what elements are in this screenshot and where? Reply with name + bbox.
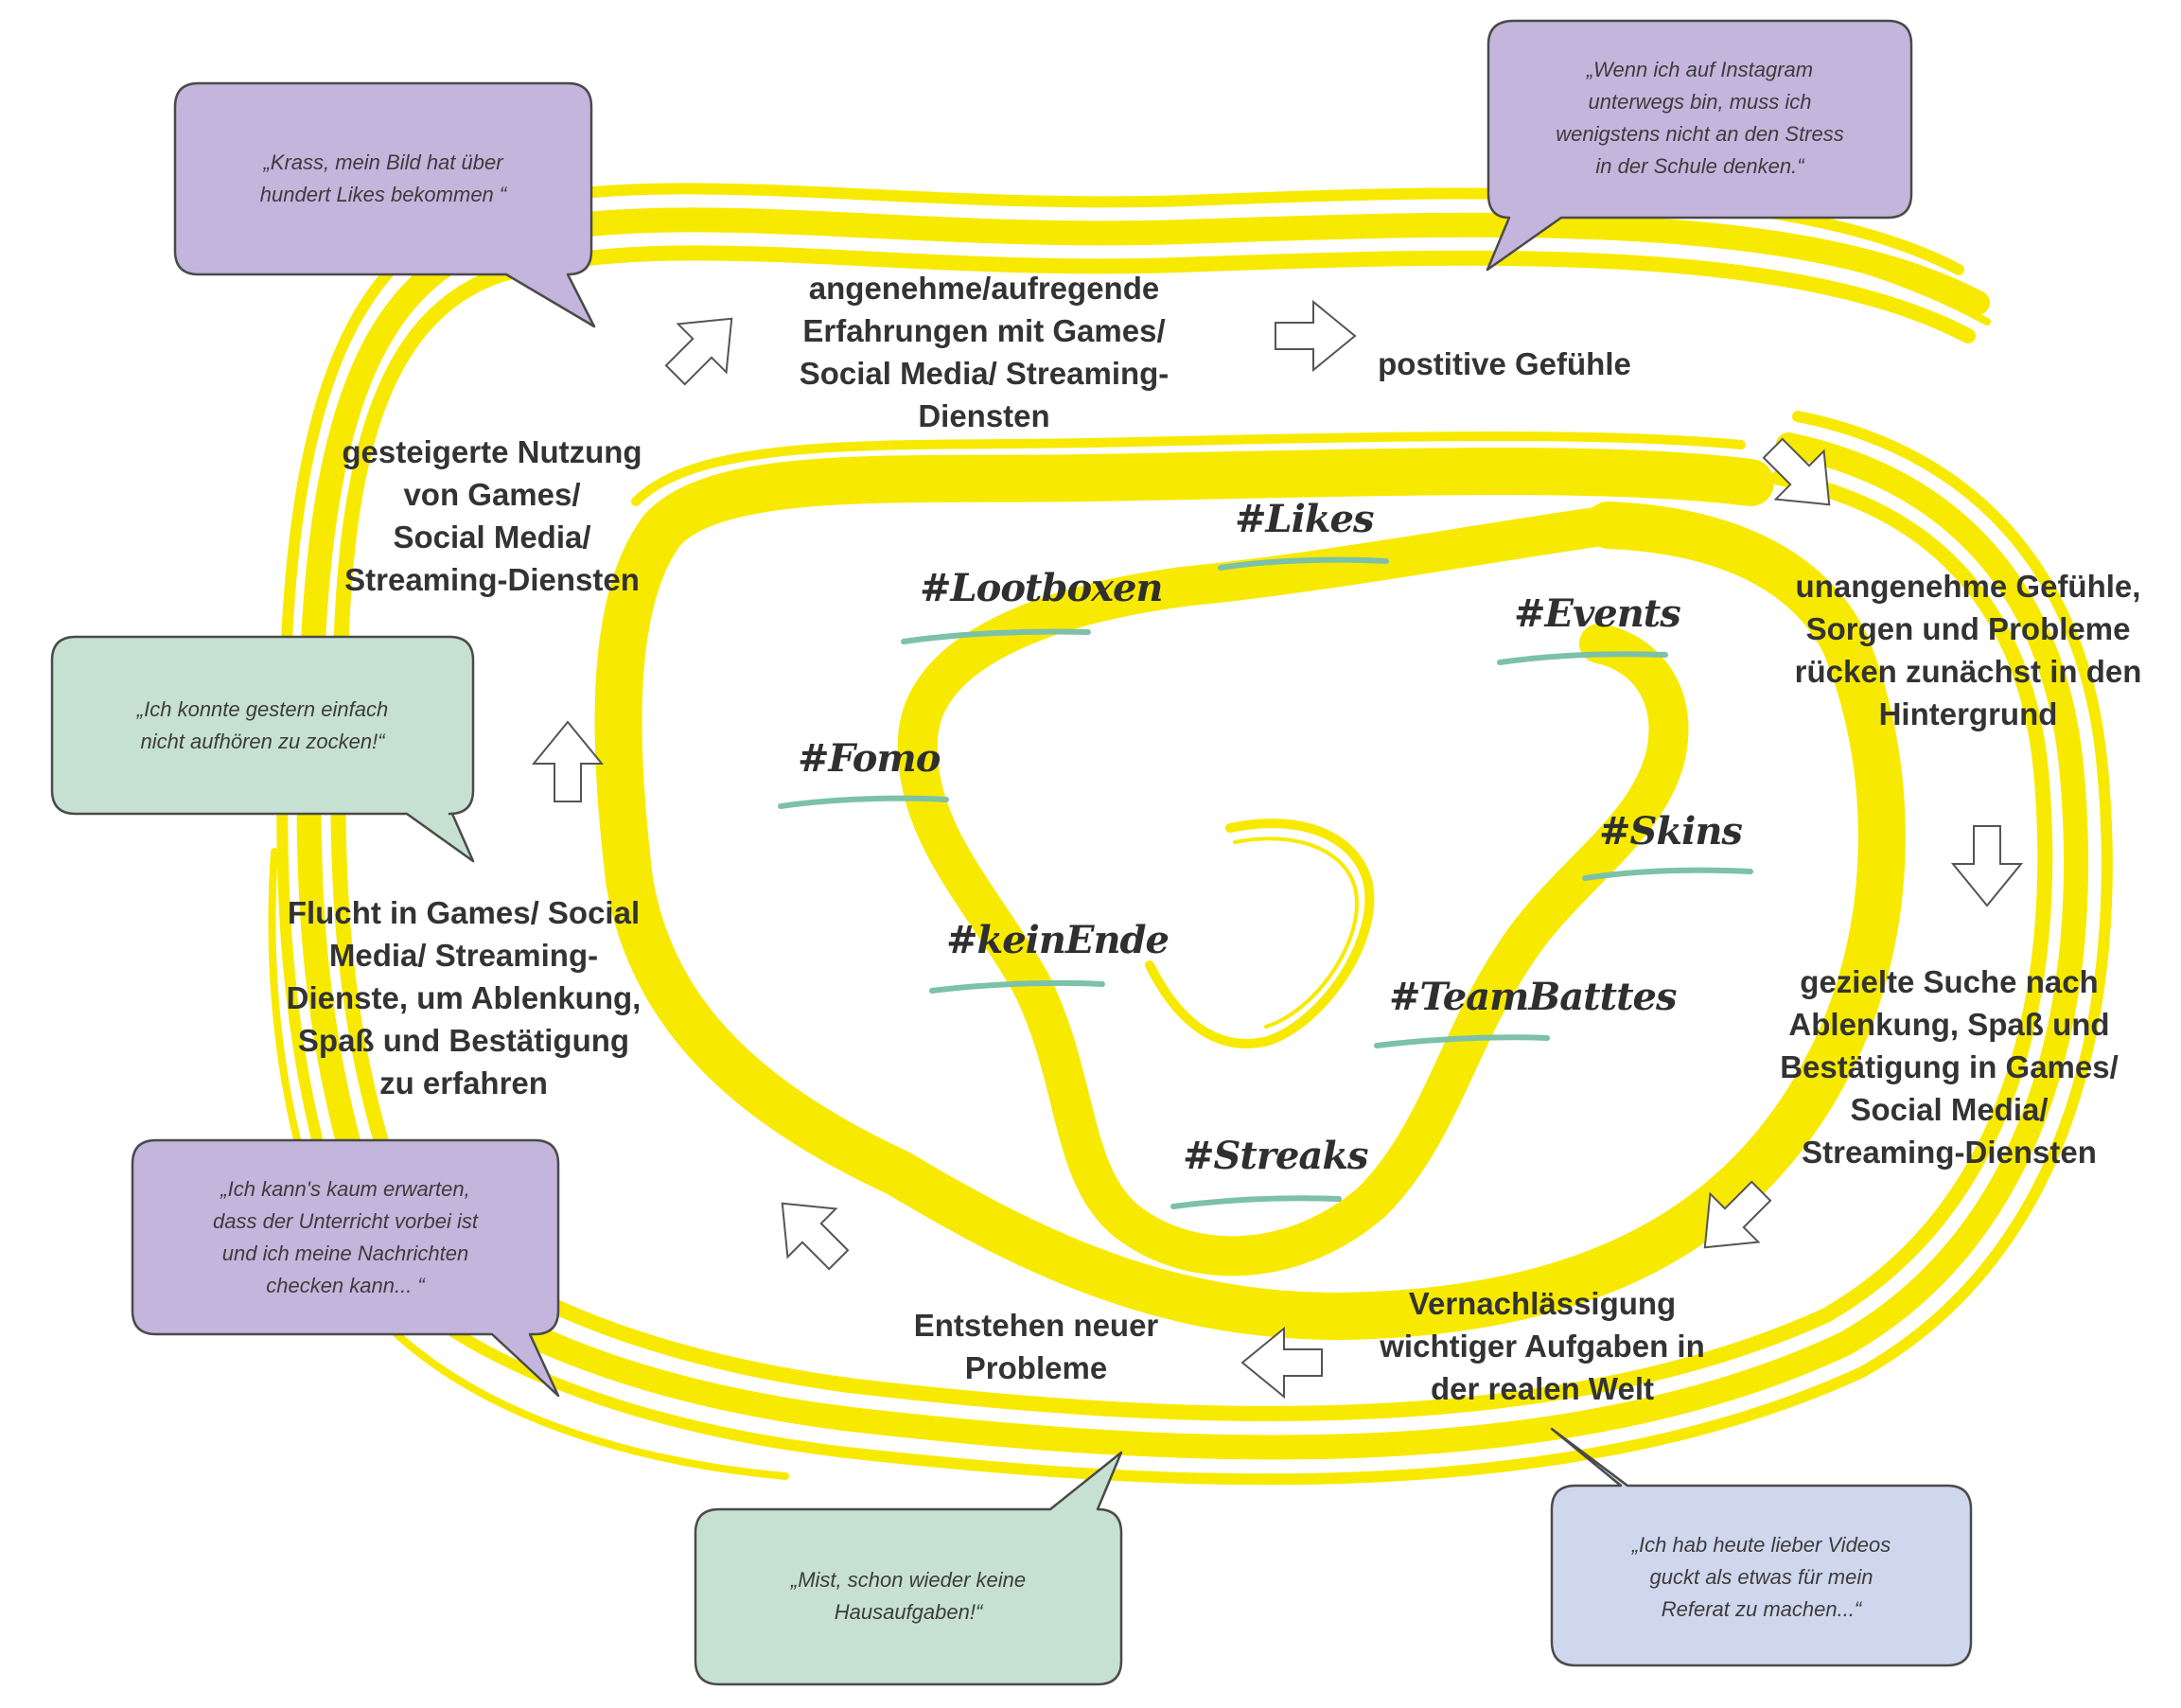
hashtag-underline-events <box>1497 651 1668 665</box>
arrow-icon <box>1950 825 2024 907</box>
hashtag-likes: #Likes <box>1235 497 1375 541</box>
cycle-step-vernachlaessigung: Vernachlässigung wichtiger Aufgaben in d… <box>1380 1286 1705 1406</box>
hashtag-skins: #Skins <box>1599 809 1743 854</box>
spiral-outer-strand-4 <box>1643 223 1991 326</box>
hashtag-underline-fomo <box>778 795 949 809</box>
hashtag-underline-keinende <box>929 979 1105 994</box>
arrow-icon <box>1275 299 1357 373</box>
arrow-icon <box>1703 1180 1772 1249</box>
spiral-middle-strand-1 <box>594 448 1906 1340</box>
speech-bubble-1 <box>173 81 596 328</box>
cycle-step-gezielte-suche: gezielte Suche nach Ablenkung, Spaß und … <box>1780 964 2119 1170</box>
arrow-icon <box>664 317 733 386</box>
speech-bubble-2 <box>1486 19 1913 272</box>
hashtag-fomo: #Fomo <box>798 736 941 781</box>
cycle-step-gesteigerte-nutzung: gesteigerte Nutzung von Games/ Social Me… <box>342 434 642 597</box>
hashtag-lootboxen: #Lootboxen <box>920 566 1164 610</box>
hashtag-keinende: #keinEnde <box>946 918 1170 962</box>
hashtag-underline-teambattes <box>1374 1034 1550 1048</box>
cycle-step-neue-probleme: Entstehen neuer Probleme <box>913 1308 1159 1385</box>
quote-unterricht: „Ich kann's kaum erwarten, dass der Unte… <box>213 1177 478 1297</box>
hashtag-underline-lootboxen <box>901 628 1091 644</box>
spiral-center-strand-1 <box>1145 819 1375 1048</box>
quote-zocken: „Ich konnte gestern einfach nicht aufhör… <box>136 697 389 753</box>
hashtag-underline-skins <box>1582 867 1753 881</box>
speech-bubble-3 <box>50 635 475 863</box>
speech-bubble-4 <box>131 1138 560 1398</box>
quote-instagram: „Wenn ich auf Instagram unterwegs bin, m… <box>1556 58 1844 178</box>
hashtag-events: #Events <box>1514 591 1681 636</box>
cycle-step-flucht: Flucht in Games/ Social Media/ Streaming… <box>286 895 642 1101</box>
speech-bubbles <box>50 19 1973 1686</box>
quote-hausaufgaben: „Mist, schon wieder keine Hausaufgaben!“ <box>790 1568 1027 1624</box>
arrow-icon <box>531 720 605 802</box>
spiral-center-strand-2 <box>1233 836 1359 1029</box>
spiral-middle-strand-2 <box>631 431 1746 506</box>
quote-referat: „Ich hab heute lieber Videos guckt als e… <box>1631 1533 1891 1621</box>
speech-bubble-5 <box>694 1451 1123 1686</box>
quote-likes: „Krass, mein Bild hat über hundert Likes… <box>259 150 507 206</box>
arrow-icon <box>1762 437 1831 506</box>
arrow-icon <box>1240 1326 1323 1400</box>
cycle-step-positive-gefuehle: postitive Gefühle <box>1378 346 1631 381</box>
hashtag-underlines <box>778 556 1753 1209</box>
spiral-inner-strand-1 <box>897 505 1689 1277</box>
speech-bubble-6 <box>1550 1427 1973 1667</box>
cycle-arrows <box>531 299 2024 1400</box>
cycle-step-unangenehme-gefuehle: unangenehme Gefühle, Sorgen und Probleme… <box>1794 569 2142 731</box>
cycle-step-erfahrungen: angenehme/aufregende Erfahrungen mit Gam… <box>799 271 1170 433</box>
arrow-icon <box>781 1202 850 1271</box>
hashtag-underline-streaks <box>1170 1195 1342 1209</box>
hashtag-streaks: #Streaks <box>1183 1134 1369 1178</box>
hashtag-teambattes: #TeamBatttes <box>1389 975 1678 1019</box>
hashtag-underline-likes <box>1218 556 1389 571</box>
